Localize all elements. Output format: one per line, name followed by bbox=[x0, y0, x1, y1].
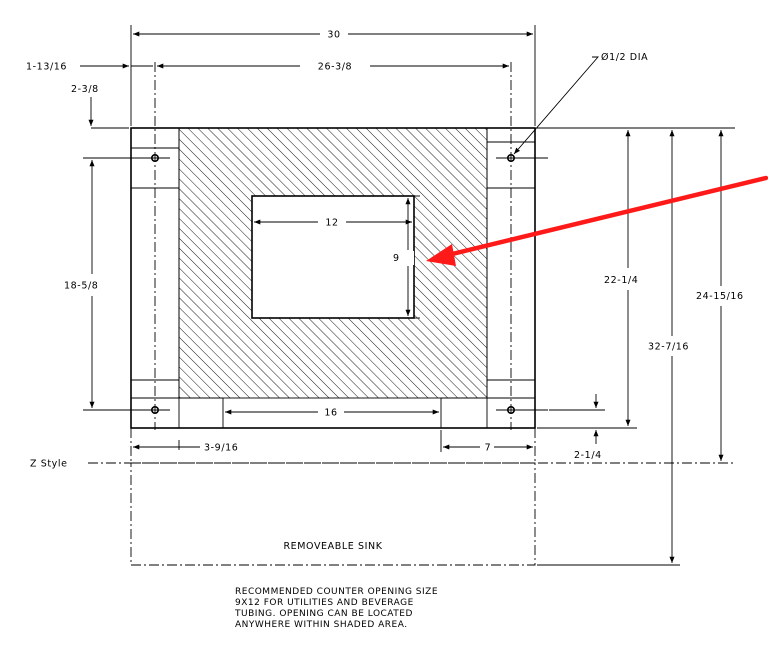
note-line-2: 9X12 FOR UTILITIES AND BEVERAGE bbox=[235, 598, 414, 608]
counter-opening-note: RECOMMENDED COUNTER OPENING SIZE 9X12 FO… bbox=[234, 587, 438, 630]
dimension-lines bbox=[80, 31, 724, 563]
dim-hole-dia: Ø1/2 DIA bbox=[601, 52, 648, 63]
dim-right-outer-height: 24-15/16 bbox=[696, 291, 744, 302]
note-line-4: ANYWHERE WITHIN SHADED AREA. bbox=[235, 620, 408, 630]
dim-bottom-left-offset: 3-9/16 bbox=[204, 443, 238, 454]
dimension-labels: 30 26-3/8 1-13/16 2-3/8 Ø1/2 DIA 12 9 18… bbox=[26, 28, 754, 461]
dim-left-hole-span: 18-5/8 bbox=[64, 281, 98, 292]
note-line-3: TUBING. OPENING CAN BE LOCATED bbox=[234, 609, 413, 619]
dim-opening-width: 12 bbox=[325, 218, 338, 229]
bottom-notch bbox=[179, 397, 487, 428]
sink-label: REMOVEABLE SINK bbox=[283, 541, 382, 552]
dim-hole-spacing: 26-3/8 bbox=[318, 62, 352, 73]
dim-top-to-hole: 2-3/8 bbox=[71, 84, 99, 95]
counter-outline bbox=[130, 127, 536, 429]
z-style-label: Z Style bbox=[30, 459, 68, 470]
dim-bottom-center-width: 16 bbox=[324, 408, 337, 419]
dim-sink-total-height: 32-7/16 bbox=[648, 342, 689, 353]
dim-left-edge-to-hole: 1-13/16 bbox=[26, 62, 67, 73]
extension-lines bbox=[83, 25, 735, 566]
utility-opening bbox=[251, 195, 415, 319]
dim-bottom-right-width: 7 bbox=[485, 443, 492, 454]
dim-overall-width: 30 bbox=[327, 30, 340, 41]
sink-outline bbox=[130, 462, 536, 566]
dim-right-inner-height: 22-1/4 bbox=[604, 275, 638, 286]
dim-bottom-right-height: 2-1/4 bbox=[574, 450, 602, 461]
red-pointer-arrow bbox=[426, 175, 768, 266]
left-flange bbox=[131, 128, 180, 428]
note-line-1: RECOMMENDED COUNTER OPENING SIZE bbox=[235, 587, 438, 597]
dim-opening-height: 9 bbox=[393, 253, 400, 264]
